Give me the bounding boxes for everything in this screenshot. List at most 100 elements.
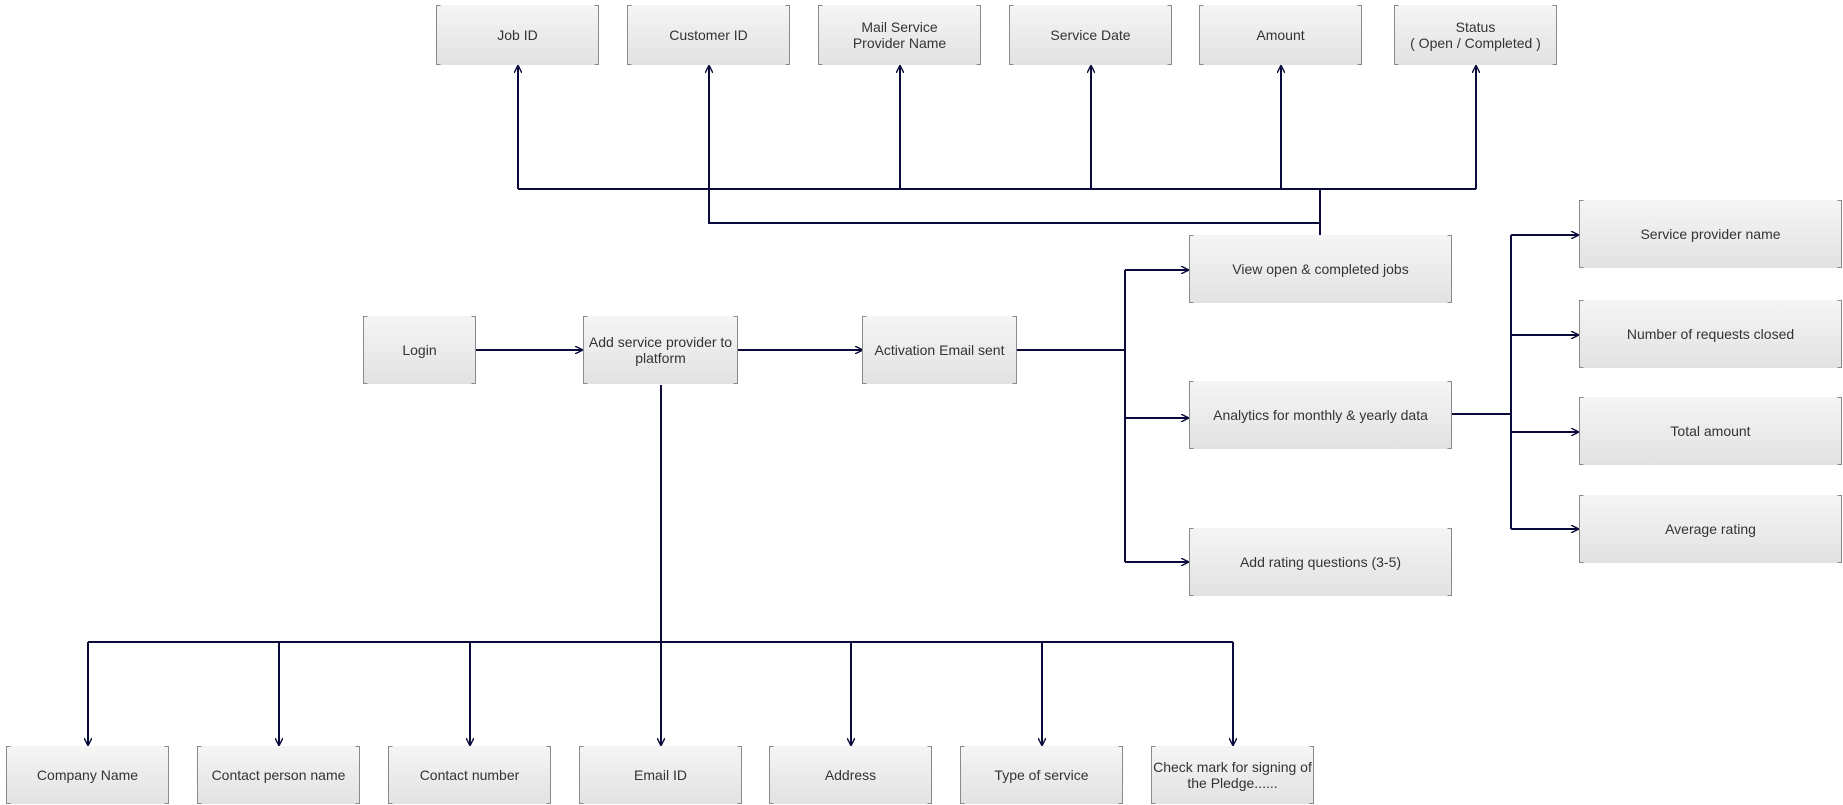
box-label-line: Number of requests closed [1627, 326, 1794, 342]
connectors [88, 66, 1578, 745]
box-border [818, 5, 981, 65]
box-amount-text: Amount [1256, 27, 1304, 43]
box-border [1199, 5, 1362, 65]
box-label-line: Company Name [37, 767, 138, 783]
box-contact-number: Contact number [388, 746, 551, 804]
box-requests-closed: Number of requests closed [1579, 300, 1842, 368]
box-view-jobs-text: View open & completed jobs [1232, 261, 1408, 277]
box-border [1189, 235, 1452, 303]
box-label-line: Activation Email sent [875, 342, 1005, 358]
box-background [583, 316, 738, 384]
connector-customer-id [709, 66, 1320, 224]
box-label-line: Login [402, 342, 436, 358]
box-border [363, 316, 476, 384]
box-background [1579, 495, 1842, 563]
box-border [197, 746, 360, 804]
box-rating-questions-text: Add rating questions (3-5) [1240, 554, 1401, 570]
box-border [436, 5, 599, 65]
box-login-text: Login [402, 342, 436, 358]
box-border [1189, 528, 1452, 596]
box-border [1579, 397, 1842, 465]
box-label-line: Job ID [497, 27, 537, 43]
box-label-line: Email ID [634, 767, 687, 783]
box-label-line: the Pledge...... [1187, 775, 1277, 791]
box-label-line: Add rating questions (3-5) [1240, 554, 1401, 570]
box-status-text: Status( Open / Completed ) [1410, 19, 1541, 51]
box-background [1151, 746, 1314, 804]
box-type-of-service-text: Type of service [994, 767, 1088, 783]
box-activation-email: Activation Email sent [862, 316, 1017, 384]
box-border [960, 746, 1123, 804]
box-background [960, 746, 1123, 804]
box-email-id: Email ID [579, 746, 742, 804]
box-background [1189, 235, 1452, 303]
box-company-name-text: Company Name [37, 767, 138, 783]
box-status: Status( Open / Completed ) [1394, 5, 1557, 65]
box-background [627, 5, 790, 65]
box-customer-id: Customer ID [627, 5, 790, 65]
box-background [769, 746, 932, 804]
box-label-line: Status [1456, 19, 1496, 35]
box-label-line: Type of service [994, 767, 1088, 783]
box-background [197, 746, 360, 804]
box-border [1579, 300, 1842, 368]
box-address-text: Address [825, 767, 876, 783]
box-border [1151, 746, 1314, 804]
box-background [1579, 200, 1842, 268]
box-view-jobs: View open & completed jobs [1189, 235, 1452, 303]
box-job-id: Job ID [436, 5, 599, 65]
box-border [579, 746, 742, 804]
box-border [1189, 381, 1452, 449]
box-login: Login [363, 316, 476, 384]
box-service-provider-name: Service provider name [1579, 200, 1842, 268]
box-background [1199, 5, 1362, 65]
box-contact-person-name-text: Contact person name [212, 767, 346, 783]
box-customer-id-text: Customer ID [669, 27, 748, 43]
box-label-line: ( Open / Completed ) [1410, 35, 1541, 51]
box-background [1579, 300, 1842, 368]
box-analytics-text: Analytics for monthly & yearly data [1213, 407, 1428, 423]
box-label-line: Contact number [420, 767, 520, 783]
box-label-line: platform [635, 350, 686, 366]
box-label-line: Customer ID [669, 27, 748, 43]
box-label-line: Add service provider to [589, 334, 732, 350]
box-background [1189, 381, 1452, 449]
box-background [818, 5, 981, 65]
box-label-line: Check mark for signing of [1153, 759, 1312, 775]
box-background [579, 746, 742, 804]
box-total-amount: Total amount [1579, 397, 1842, 465]
box-border [1579, 495, 1842, 563]
box-analytics: Analytics for monthly & yearly data [1189, 381, 1452, 449]
box-label-line: Analytics for monthly & yearly data [1213, 407, 1428, 423]
box-label-line: Service provider name [1640, 226, 1780, 242]
box-service-date: Service Date [1009, 5, 1172, 65]
box-background [6, 746, 169, 804]
box-label-line: Service Date [1050, 27, 1130, 43]
box-average-rating-text: Average rating [1665, 521, 1756, 537]
box-border [1009, 5, 1172, 65]
box-company-name: Company Name [6, 746, 169, 804]
box-background [1009, 5, 1172, 65]
box-label-line: Provider Name [853, 35, 947, 51]
box-label-line: View open & completed jobs [1232, 261, 1408, 277]
box-border [769, 746, 932, 804]
box-background [436, 5, 599, 65]
box-label-line: Total amount [1670, 423, 1750, 439]
box-label-line: Mail Service [861, 19, 937, 35]
box-contact-number-text: Contact number [420, 767, 520, 783]
box-background [363, 316, 476, 384]
box-service-provider-name-text: Service provider name [1640, 226, 1780, 242]
box-label-line: Average rating [1665, 521, 1756, 537]
box-border [1579, 200, 1842, 268]
box-border [627, 5, 790, 65]
box-label-line: Contact person name [212, 767, 346, 783]
box-contact-person-name: Contact person name [197, 746, 360, 804]
box-label-line: Amount [1256, 27, 1304, 43]
